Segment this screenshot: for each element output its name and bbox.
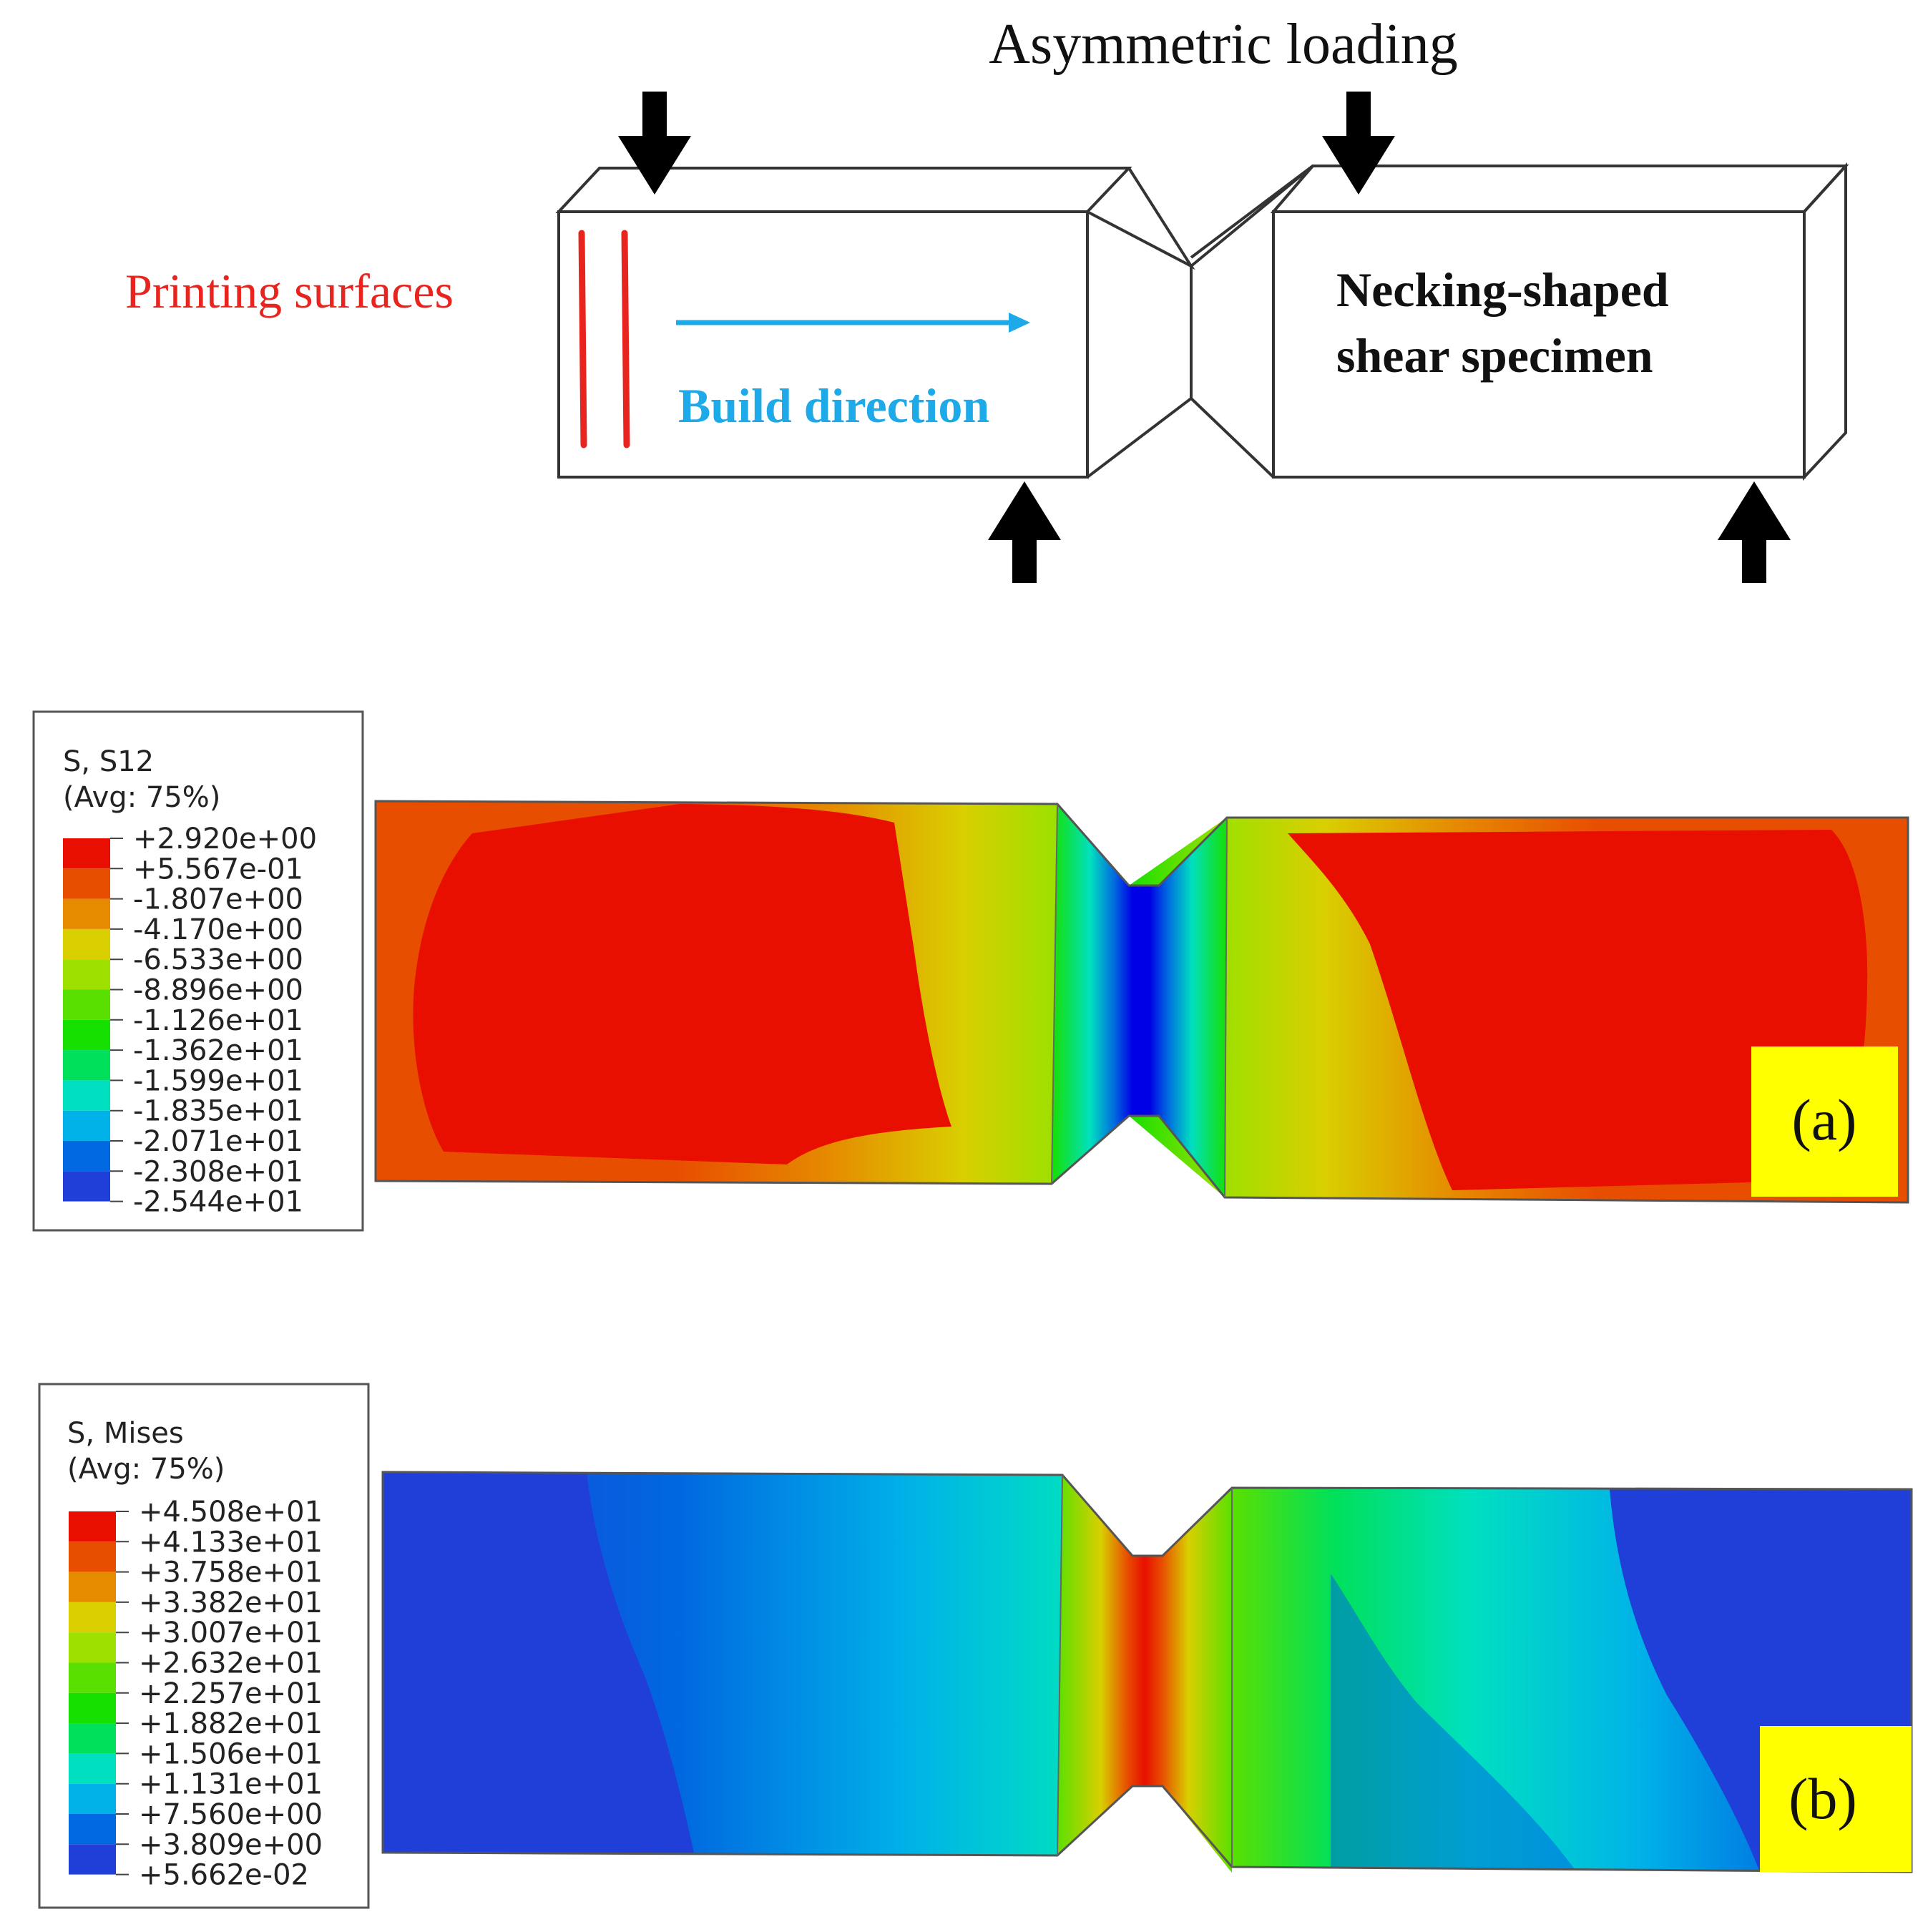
legend-color-swatch [69,1602,116,1633]
schematic: Asymmetric loading Printing surfaces B [125,13,1849,583]
load-arrow-down-left [618,92,691,195]
panel-b-label-box [1760,1726,1912,1872]
legend-value: +3.382e+01 [139,1587,323,1619]
legend-color-swatch [69,1571,116,1602]
legend-title-a-line2: (Avg: 75%) [63,781,220,814]
legend-value: -1.126e+01 [133,1004,303,1037]
legend-value: +1.131e+01 [139,1768,323,1801]
contour-a-partition-left [1051,803,1058,1185]
contour-a-left-red [413,804,951,1164]
panel-a: S, S12 (Avg: 75%) +2.920e+00+5.567e-01-1… [32,710,1909,1232]
legend-color-swatch [63,959,110,990]
legend-color-swatch [63,898,110,929]
legend-value: -4.170e+00 [133,913,303,946]
legend-value: -8.896e+00 [133,974,303,1007]
printing-surface-line-2 [621,230,630,448]
specimen-label-line-2: shear specimen [1336,328,1653,383]
legend-color-swatch [69,1662,116,1693]
legend-title-a-line1: S, S12 [63,745,154,778]
contour-a-partition-right [1224,817,1228,1198]
legend-title-b-line2: (Avg: 75%) [67,1453,225,1486]
legend-value: +7.560e+00 [139,1798,323,1831]
legend-color-swatch [63,838,110,869]
legend-value: +2.920e+00 [133,823,317,855]
legend-color-swatch [69,1541,116,1572]
legend-value: +3.007e+01 [139,1617,323,1649]
legend-value: +4.133e+01 [139,1526,323,1559]
legend-value: -2.544e+01 [133,1186,303,1219]
legend-color-swatch [69,1753,116,1784]
legend-color-swatch [63,989,110,1020]
legend-value: +3.809e+00 [139,1828,323,1861]
legend-value: -1.362e+01 [133,1034,303,1067]
contour-a-right-red [1288,830,1868,1190]
legend-color-swatch [69,1632,116,1663]
legend-color-swatch [69,1511,116,1542]
specimen-right-block [1270,162,1849,481]
legend-color-swatch [63,1110,110,1141]
panel-a-label: (a) [1791,1087,1856,1152]
legend-color-swatch [69,1723,116,1754]
legend-value: -2.071e+01 [133,1125,303,1158]
load-arrow-up-right [1718,481,1791,583]
neck-left-upper [1087,167,1195,270]
legend-color-swatch [63,1050,110,1081]
load-arrow-up-left [988,481,1061,583]
legend-b-swatches: +4.508e+01+4.133e+01+3.758e+01+3.382e+01… [69,1496,323,1892]
legend-color-swatch [63,1019,110,1051]
build-direction-arrowhead [1009,313,1030,333]
neck-right-upper-2 [1190,165,1314,259]
legend-value: -1.807e+00 [133,883,303,916]
printing-surfaces-label: Printing surfaces [125,264,454,318]
contour-plot-b [381,1471,1913,1873]
load-arrows [618,92,1791,583]
panel-b: S, Mises (Avg: 75%) +4.508e+01+4.133e+01… [38,1383,1913,1909]
legend-color-swatch [69,1692,116,1724]
legend-value: +2.257e+01 [139,1677,323,1710]
legend-value: +1.882e+01 [139,1707,323,1740]
legend-value: +5.662e-02 [139,1859,309,1892]
neck-right-lower [1190,397,1275,479]
neck-left-lower [1086,397,1193,479]
specimen-label-line-1: Necking-shaped [1336,263,1669,317]
legend-color-swatch [63,1080,110,1111]
legend-value: -1.599e+01 [133,1064,303,1097]
contour-b-partition-left [1057,1474,1063,1856]
contour-plot-a [374,800,1909,1204]
legend-color-swatch [69,1844,116,1875]
panel-a-label-box [1751,1046,1898,1197]
legend-value: +1.506e+01 [139,1737,323,1770]
legend-a-swatches: +2.920e+00+5.567e-01-1.807e+00-4.170e+00… [63,823,317,1219]
legend-value: -2.308e+01 [133,1155,303,1188]
legend-color-swatch [69,1814,116,1845]
contour-b-left-blue [383,1472,694,1853]
right-block-side [1803,162,1847,481]
legend-color-swatch [69,1783,116,1814]
legend-color-swatch [63,1171,110,1202]
legend-color-swatch [63,1141,110,1172]
left-block-front [557,210,1089,479]
panel-b-label: (b) [1788,1766,1857,1831]
legend-value: -6.533e+00 [133,943,303,976]
printing-surface-line-1 [578,230,587,448]
contour-b-neck [1057,1475,1232,1873]
legend-color-swatch [63,868,110,899]
schematic-title: Asymmetric loading [989,13,1457,76]
legend-color-swatch [63,928,110,960]
legend-value: +2.632e+01 [139,1647,323,1680]
legend-title-b-line1: S, Mises [67,1417,184,1450]
legend-value: -1.835e+01 [133,1095,303,1128]
legend-value: +3.758e+01 [139,1556,323,1589]
load-arrow-down-right [1322,92,1395,195]
contour-b-mid-blue [1331,1574,1574,1868]
legend-value: +5.567e-01 [133,853,303,886]
legend-value: +4.508e+01 [139,1496,323,1529]
contour-a-neck [1052,804,1227,1197]
build-direction-label: Build direction [678,378,989,433]
